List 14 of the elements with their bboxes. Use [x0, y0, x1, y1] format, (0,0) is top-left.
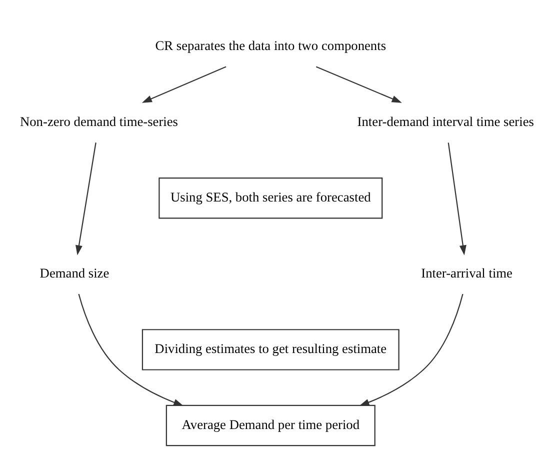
arrow	[316, 66, 402, 103]
arrow	[142, 66, 226, 103]
arrow	[359, 294, 464, 406]
arrow	[76, 142, 96, 256]
node-text: Inter-arrival time	[421, 265, 512, 280]
node-text: CR separates the data into two components	[155, 38, 386, 53]
arrow	[78, 294, 184, 406]
node-text: Inter-demand interval time series	[357, 114, 534, 129]
node-box: Average Demand per time period	[166, 404, 376, 446]
node-text: Non-zero demand time-series	[20, 114, 178, 129]
node-text: Demand size	[40, 265, 110, 280]
node-box: Using SES, both series are forecasted	[158, 177, 383, 219]
arrow	[448, 142, 466, 256]
node-box: Dividing estimates to get resulting estimate	[142, 329, 400, 370]
